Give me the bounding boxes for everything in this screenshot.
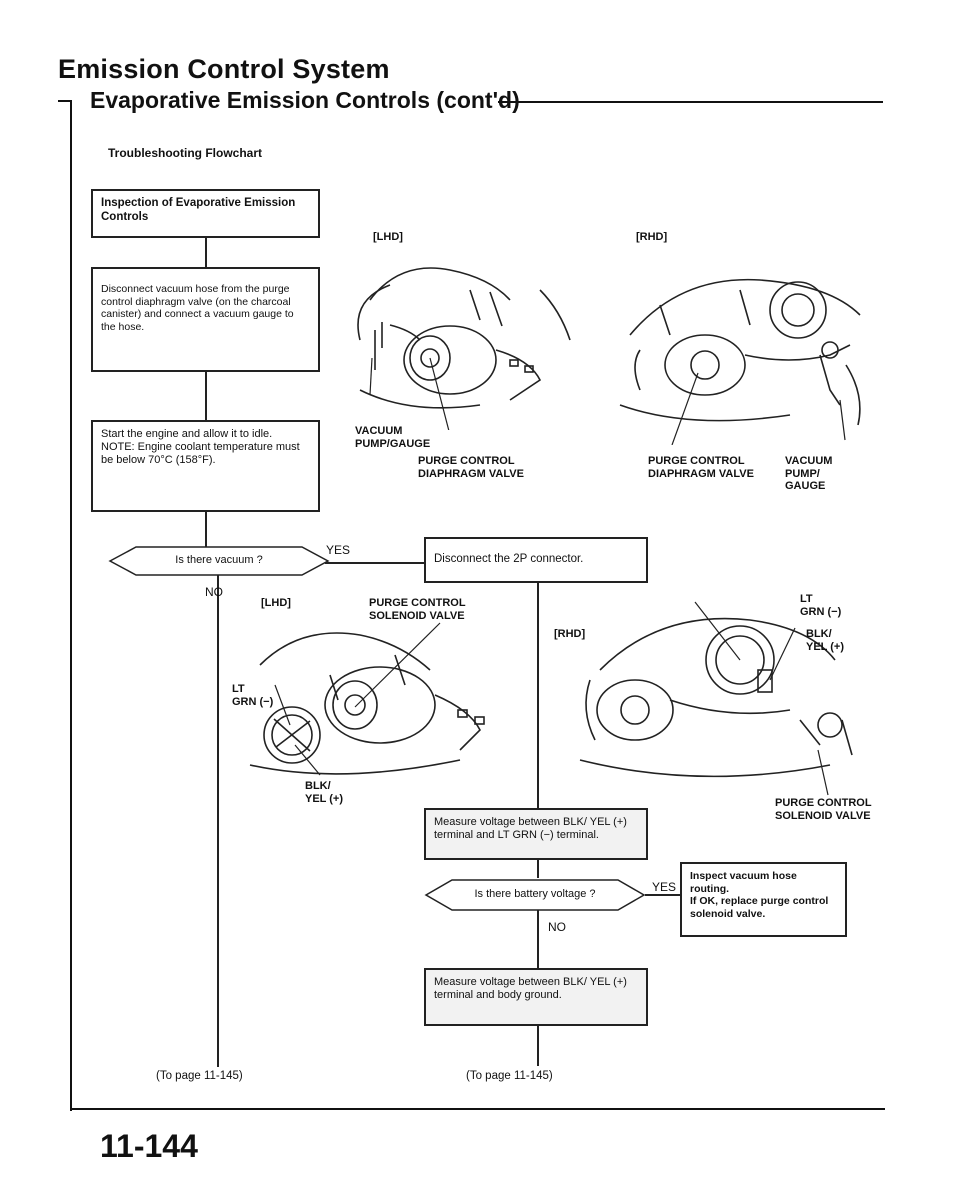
fig1-purge-line1: PURGE CONTROL xyxy=(418,455,515,467)
step-measure-voltage: Measure voltage between BLK/ YEL (+) ter… xyxy=(424,808,648,860)
fig2-rhd-blk-line1: BLK/ xyxy=(806,628,832,640)
start-box: Inspection of Evaporative Emission Contr… xyxy=(91,189,320,238)
fig2-rhd-label: [RHD] xyxy=(554,628,586,640)
connector-line xyxy=(205,372,207,420)
to-page-left: (To page 11-145) xyxy=(156,1070,243,1082)
step-start-engine-text: Start the engine and allow it to idle. xyxy=(101,428,273,440)
fig1-rhd-vacuum-line1: VACUUM xyxy=(785,455,833,467)
fig2-solenoid-line1: PURGE CONTROL xyxy=(369,597,466,609)
decision-vacuum xyxy=(108,546,330,576)
step-inspect-hose-text: Inspect vacuum hose routing. xyxy=(690,870,797,895)
fig2-rhd-solenoid-line2: SOLENOID VALVE xyxy=(775,809,871,822)
frame-top-tick xyxy=(58,100,72,102)
step-replace-valve-text: If OK, replace purge control solenoid va… xyxy=(690,895,829,920)
yes-label: YES xyxy=(652,880,677,894)
page-title: Emission Control System xyxy=(58,54,390,84)
fig1-rhd-vacuum-line3: GAUGE xyxy=(785,480,826,493)
no-label: NO xyxy=(548,920,566,934)
yes-label: YES xyxy=(326,543,351,557)
step-start-engine: Start the engine and allow it to idle. N… xyxy=(91,420,320,512)
fig2-lhd-label: [LHD] xyxy=(261,597,291,609)
fig2-rhd-solenoid-label: PURGE CONTROL SOLENOID VALVE xyxy=(775,797,872,822)
page-subtitle: Evaporative Emission Controls (cont'd) xyxy=(90,87,520,113)
engine-illustration-rhd-solenoid xyxy=(579,601,853,796)
fig1-purge-line2: DIAPHRAGM VALVE xyxy=(418,467,524,480)
fig1-rhd-purge-label: PURGE CONTROL DIAPHRAGM VALVE xyxy=(648,455,754,480)
engine-illustration-lhd-diaphragm xyxy=(357,267,571,430)
fig2-rhd-ltgrn-label: LT GRN (−) xyxy=(800,593,841,618)
fig2-rhd-ltgrn-line2: GRN (−) xyxy=(800,605,842,618)
engine-illustration-rhd-diaphragm xyxy=(619,278,861,445)
section-label: Troubleshooting Flowchart xyxy=(108,146,262,160)
connector-line xyxy=(537,582,539,808)
connector-line xyxy=(537,910,539,970)
fig1-vacuum-label: VACUUM PUMP/GAUGE xyxy=(355,425,430,450)
fig2-ltgrn-line2: GRN (−) xyxy=(232,695,274,708)
connector-line xyxy=(325,562,425,564)
fig2-rhd-blk-line2: YEL (+) xyxy=(806,640,845,653)
fig1-rhd-purge-line1: PURGE CONTROL xyxy=(648,455,745,467)
fig1-rhd-vacuum-label: VACUUM PUMP/ GAUGE xyxy=(785,455,832,493)
fig2-solenoid-label: PURGE CONTROL SOLENOID VALVE xyxy=(369,597,466,622)
fig2-solenoid-line2: SOLENOID VALVE xyxy=(369,609,465,622)
connector-line xyxy=(205,512,207,552)
step-measure-ground: Measure voltage between BLK/ YEL (+) ter… xyxy=(424,968,648,1026)
frame-bottom-rule xyxy=(70,1108,885,1110)
to-page-right: (To page 11-145) xyxy=(466,1070,553,1082)
step-disconnect-connector: Disconnect the 2P connector. xyxy=(424,537,648,583)
fig1-vacuum-line2: PUMP/GAUGE xyxy=(355,437,431,450)
fig1-purge-label: PURGE CONTROL DIAPHRAGM VALVE xyxy=(418,455,524,480)
no-label: NO xyxy=(205,585,223,599)
fig2-ltgrn-line1: LT xyxy=(232,683,245,695)
fig1-rhd-label: [RHD] xyxy=(636,231,668,243)
step-disconnect-hose: Disconnect vacuum hose from the purge co… xyxy=(91,267,320,372)
decision-battery-label: Is there battery voltage ? xyxy=(474,888,596,900)
fig2-rhd-blk-label: BLK/ YEL (+) xyxy=(806,628,844,653)
fig2-rhd-solenoid-line1: PURGE CONTROL xyxy=(775,797,872,809)
connector-line xyxy=(537,858,539,878)
fig2-blk-label: BLK/ YEL (+) xyxy=(305,780,343,805)
fig1-vacuum-line1: VACUUM xyxy=(355,425,403,437)
fig1-rhd-purge-line2: DIAPHRAGM VALVE xyxy=(648,467,754,480)
fig2-blk-line2: YEL (+) xyxy=(305,792,344,805)
step-start-engine-note: NOTE: Engine coolant temperature must be… xyxy=(101,441,300,467)
decision-battery xyxy=(424,879,646,911)
page-number: 11-144 xyxy=(100,1128,198,1164)
decision-vacuum-label: Is there vacuum ? xyxy=(175,554,263,566)
connector-line xyxy=(205,237,207,267)
fig2-rhd-ltgrn-line1: LT xyxy=(800,593,813,605)
fig2-ltgrn-label: LT GRN (−) xyxy=(232,683,273,708)
connector-line xyxy=(537,1026,539,1066)
connector-line xyxy=(645,894,680,896)
fig1-lhd-label: [LHD] xyxy=(373,231,403,243)
fig2-blk-line1: BLK/ xyxy=(305,780,331,792)
frame-left-rule xyxy=(70,101,72,1111)
step-inspect-hose: Inspect vacuum hose routing. If OK, repl… xyxy=(680,862,847,937)
engine-illustration-lhd-solenoid xyxy=(249,622,485,776)
subtitle-rule xyxy=(498,101,883,103)
connector-line xyxy=(217,572,219,1067)
fig1-rhd-vacuum-line2: PUMP/ xyxy=(785,467,820,480)
